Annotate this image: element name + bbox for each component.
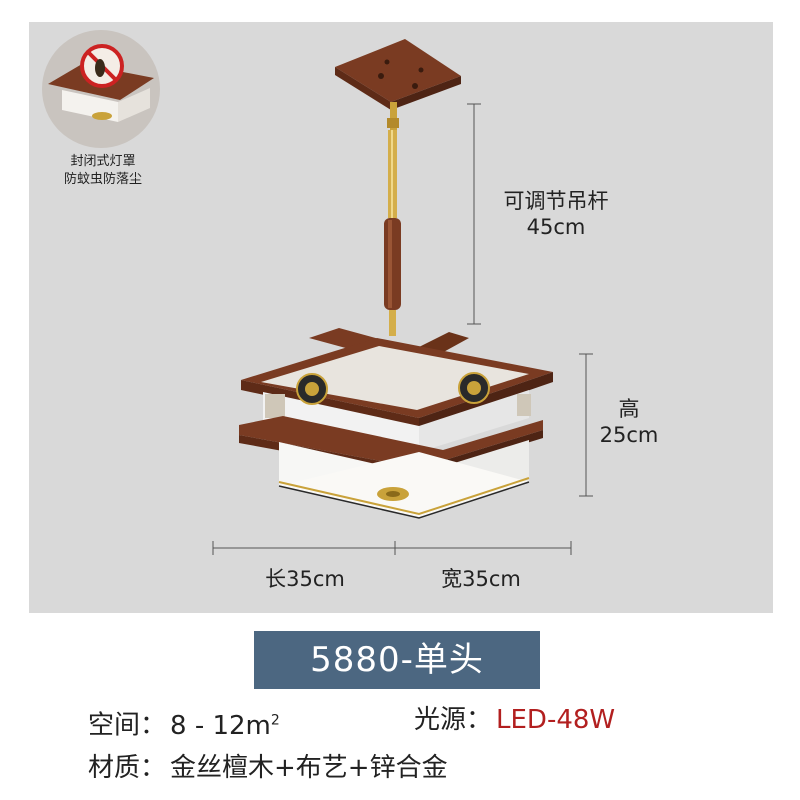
spec-material-value: 金丝檀木+布艺+锌合金 bbox=[170, 753, 448, 783]
lower-wood-frame bbox=[239, 416, 543, 468]
rod-top-fitting bbox=[390, 102, 397, 132]
rod-dimension-label: 可调节吊杆 45cm bbox=[503, 189, 609, 239]
length-label: 长35cm bbox=[265, 567, 345, 591]
pendant-lamp-illustration bbox=[212, 39, 593, 555]
spec-light-value: LED-48W bbox=[496, 705, 616, 735]
wood-rod-sleeve bbox=[384, 218, 401, 310]
spec-space-value: 8 - 12m2 bbox=[170, 710, 280, 741]
spec-space: 空间：8 - 12m2 bbox=[88, 704, 280, 742]
width-label: 宽35cm bbox=[441, 567, 521, 591]
spec-light-label: 光源： bbox=[414, 705, 493, 735]
product-photo-panel: 封闭式灯罩 防蚊虫防落尘 可调节吊杆 45cm 高 25cm 长35cm 宽35… bbox=[29, 22, 773, 613]
height-dimension-label: 高 25cm bbox=[599, 397, 659, 447]
spec-light: 光源：LED-48W bbox=[414, 704, 615, 736]
sealed-shade-badge bbox=[42, 30, 160, 148]
badge-caption: 封闭式灯罩 防蚊虫防落尘 bbox=[63, 154, 142, 187]
spec-space-label: 空间： bbox=[88, 710, 167, 741]
spec-material-label: 材质： bbox=[88, 753, 167, 783]
ceiling-canopy bbox=[335, 39, 461, 102]
model-banner: 5880-单头 bbox=[254, 631, 540, 689]
spec-material: 材质：金丝檀木+布艺+锌合金 bbox=[88, 752, 448, 784]
